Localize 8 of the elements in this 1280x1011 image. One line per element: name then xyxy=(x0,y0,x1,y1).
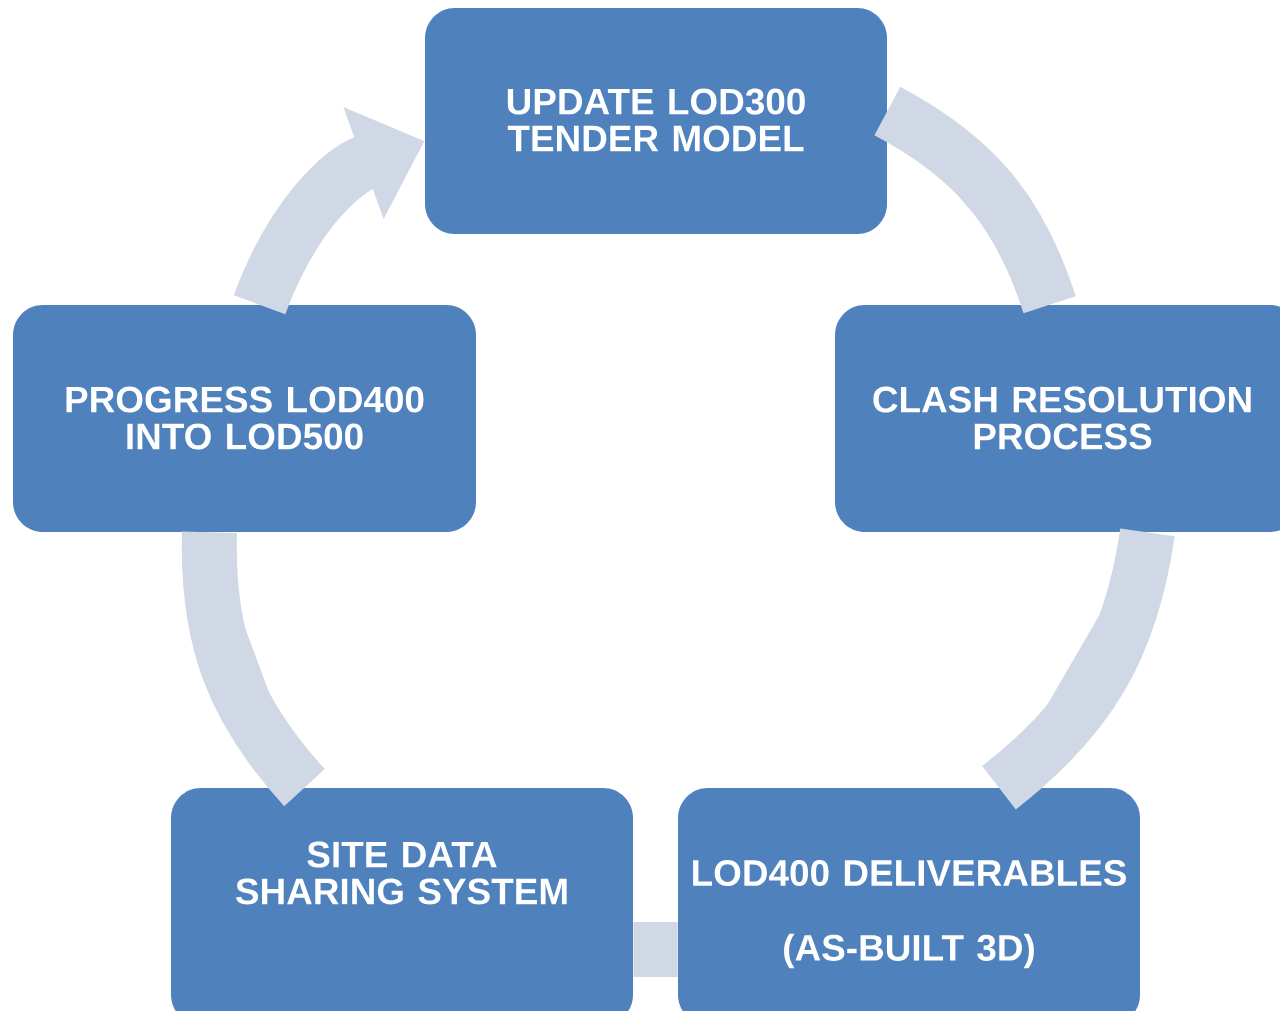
arrow xyxy=(181,532,326,806)
process-box: PROGRESS LOD400 INTO LOD500 xyxy=(13,305,476,532)
process-box: CLASH RESOLUTION PROCESS xyxy=(835,305,1280,532)
process-box: UPDATE LOD300 TENDER MODEL xyxy=(425,8,887,234)
process-box: SITE DATA SHARING SYSTEM xyxy=(171,788,633,1011)
arrow xyxy=(873,87,1076,314)
arrow xyxy=(981,527,1175,809)
process-box: LOD400 DELIVERABLES (AS-BUILT 3D) xyxy=(678,788,1140,1011)
